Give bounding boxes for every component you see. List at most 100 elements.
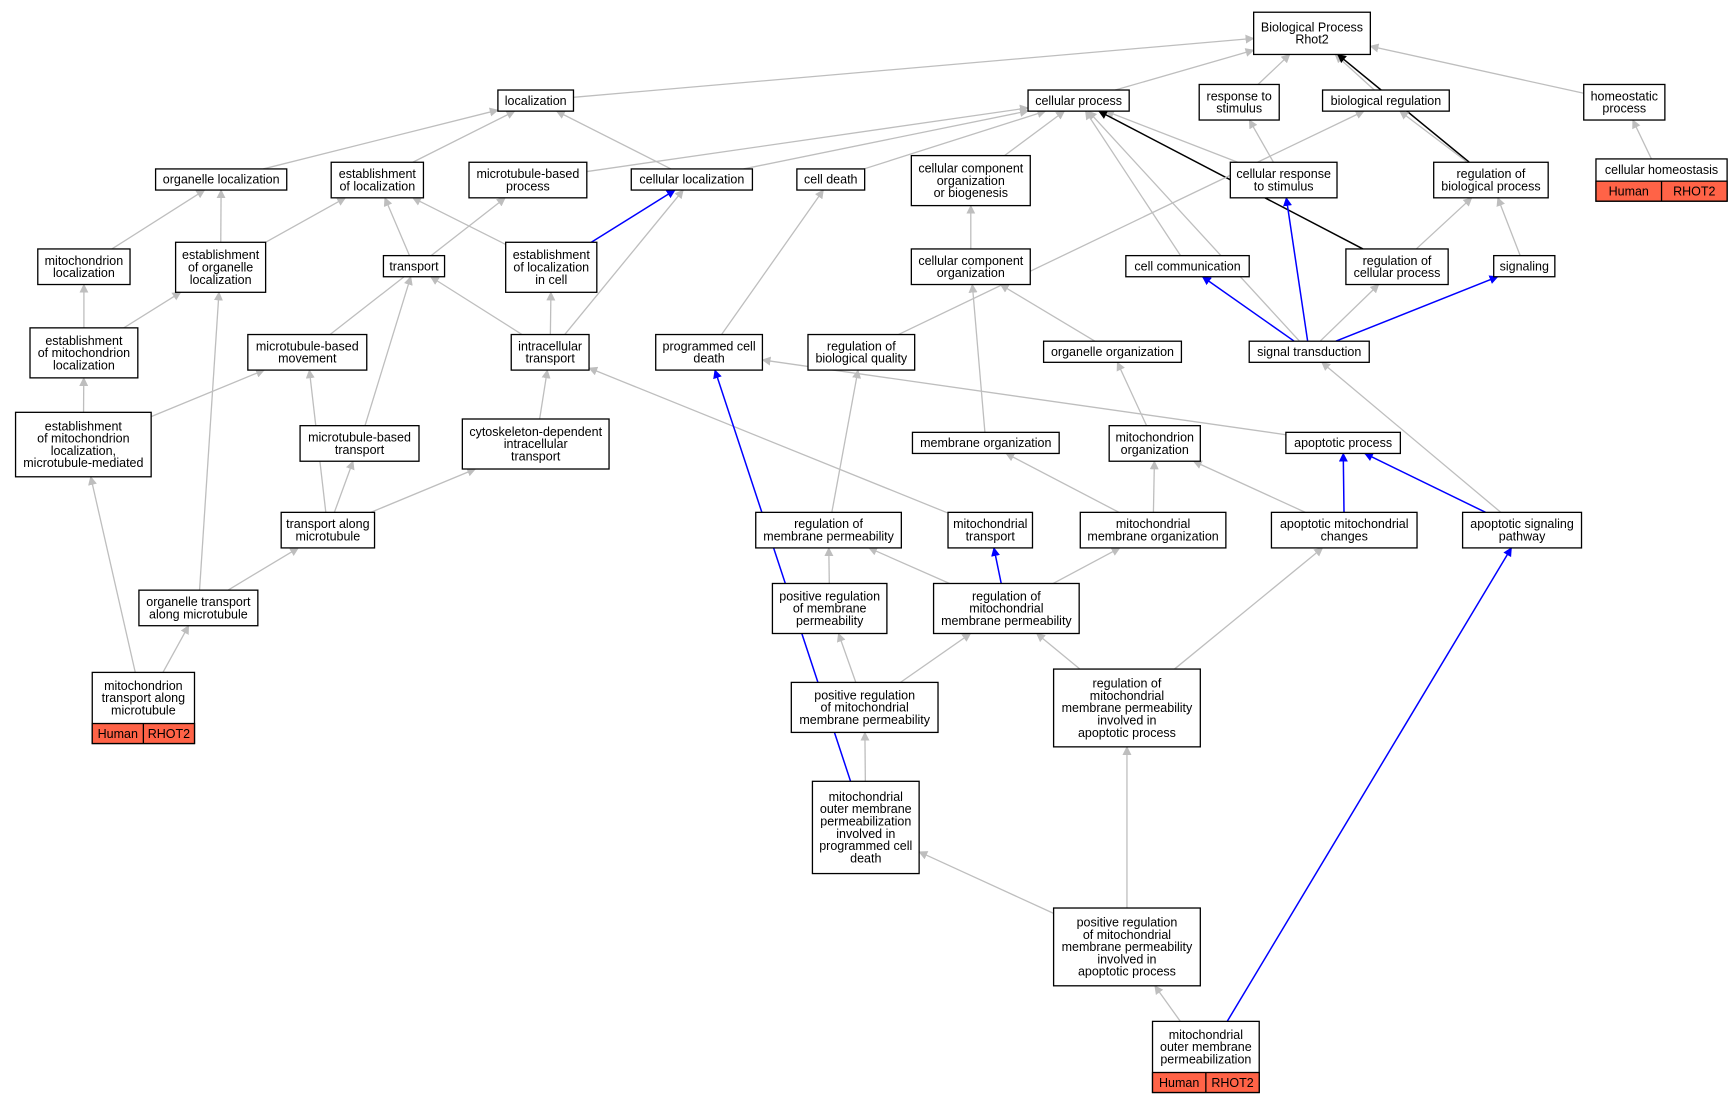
node-box <box>1198 83 1280 121</box>
node-transport[interactable]: transport <box>382 254 446 278</box>
node-label-line: transport along <box>102 691 185 705</box>
node-membrane-organization[interactable]: membrane organization <box>911 431 1060 455</box>
node-label-line: microtubule-based <box>476 167 579 181</box>
node-box <box>1321 89 1450 112</box>
node-localization[interactable]: localization <box>497 89 575 112</box>
edge-mitochondrion-transport-along-microtubule-to-organelle-transport-along-microtubule <box>162 624 190 673</box>
node-label-line: cell communication <box>1134 259 1240 273</box>
node-label-line: apoptotic process <box>1294 436 1392 450</box>
node-label-line: establishment <box>45 419 123 433</box>
node-label-line: membrane permeability <box>799 713 930 727</box>
node-label-line: organelle localization <box>163 173 280 187</box>
node-label-line: transport <box>966 529 1016 543</box>
node-box <box>771 582 888 635</box>
node-cell-communication[interactable]: cell communication <box>1125 254 1250 278</box>
node-label-line: transport <box>389 259 439 273</box>
node-signaling[interactable]: signaling <box>1493 254 1556 278</box>
node-box <box>1052 907 1201 987</box>
edge-programmed-cell-death-to-cell-death <box>721 189 824 335</box>
node-label-line: transport <box>335 443 385 457</box>
edge-biological-regulation-to-bp-root <box>1334 53 1375 91</box>
node-label-line: signal transduction <box>1257 345 1361 359</box>
node-label-line: transport along <box>286 517 369 531</box>
node-cellular-process[interactable]: cellular process <box>1027 89 1130 112</box>
edge-layer <box>79 34 1653 1022</box>
node-label-line: Biological Process <box>1261 20 1363 34</box>
node-label-line: microtubule <box>296 529 361 543</box>
node-cellular-localization[interactable]: cellular localization <box>630 168 754 191</box>
node-label-line: to stimulus <box>1254 179 1314 193</box>
node-label-line: mitochondrial <box>829 790 903 804</box>
node-signal-transduction[interactable]: signal transduction <box>1248 340 1370 363</box>
edge-momp-to-apoptotic-signaling-pathway <box>1226 547 1513 1022</box>
node-label-line: regulation of <box>827 339 896 353</box>
node-cytoskeleton-dependent-intracellular-transport[interactable]: cytoskeleton-dependentintracellulartrans… <box>461 418 610 470</box>
node-label-line: cell death <box>804 173 858 187</box>
node-box <box>796 168 866 191</box>
edge-intracellular-transport-to-cellular-localization <box>564 189 684 335</box>
node-cell-death[interactable]: cell death <box>796 168 866 191</box>
node-label-line: of mitochondrion <box>37 432 129 446</box>
node-label-line: organization <box>937 174 1005 188</box>
edge-regulation-of-mito-membrane-permeability-to-regulation-of-membrane-permeability <box>868 547 950 585</box>
node-biological-regulation[interactable]: biological regulation <box>1321 89 1450 112</box>
node-box <box>1285 431 1402 455</box>
node-box <box>29 327 139 379</box>
edge-apoptotic-process-to-programmed-cell-death <box>761 356 1286 436</box>
edge-mitochondrion-transport-along-microtubule-to-establishment-mito-loc-mt-mediated <box>88 475 136 673</box>
annotation-gene: RHOT2 <box>1673 184 1715 198</box>
node-label-line: establishment <box>182 248 260 262</box>
node-apoptotic-process[interactable]: apoptotic process <box>1285 431 1402 455</box>
edge-cell-death-to-cellular-process <box>863 109 1047 170</box>
edge-reg-mito-membrane-perm-apoptotic-to-regulation-of-mito-membrane-permeability <box>1035 632 1081 670</box>
edge-signaling-to-regulation-of-biological-process <box>1496 196 1521 256</box>
node-label-line: in cell <box>535 273 567 287</box>
node-organelle-organization[interactable]: organelle organization <box>1042 340 1183 363</box>
node-label-line: or biogenesis <box>934 186 1008 200</box>
node-box <box>497 89 575 112</box>
node-label-line: of membrane <box>793 602 867 616</box>
node-organelle-localization[interactable]: organelle localization <box>154 168 288 191</box>
edge-establishment-of-localization-in-cell-to-establishment-of-localization <box>411 197 506 246</box>
node-box <box>247 333 368 371</box>
edge-pos-reg-mito-membrane-perm-apoptotic-to-momp-in-programmed-cell-death <box>918 851 1054 914</box>
